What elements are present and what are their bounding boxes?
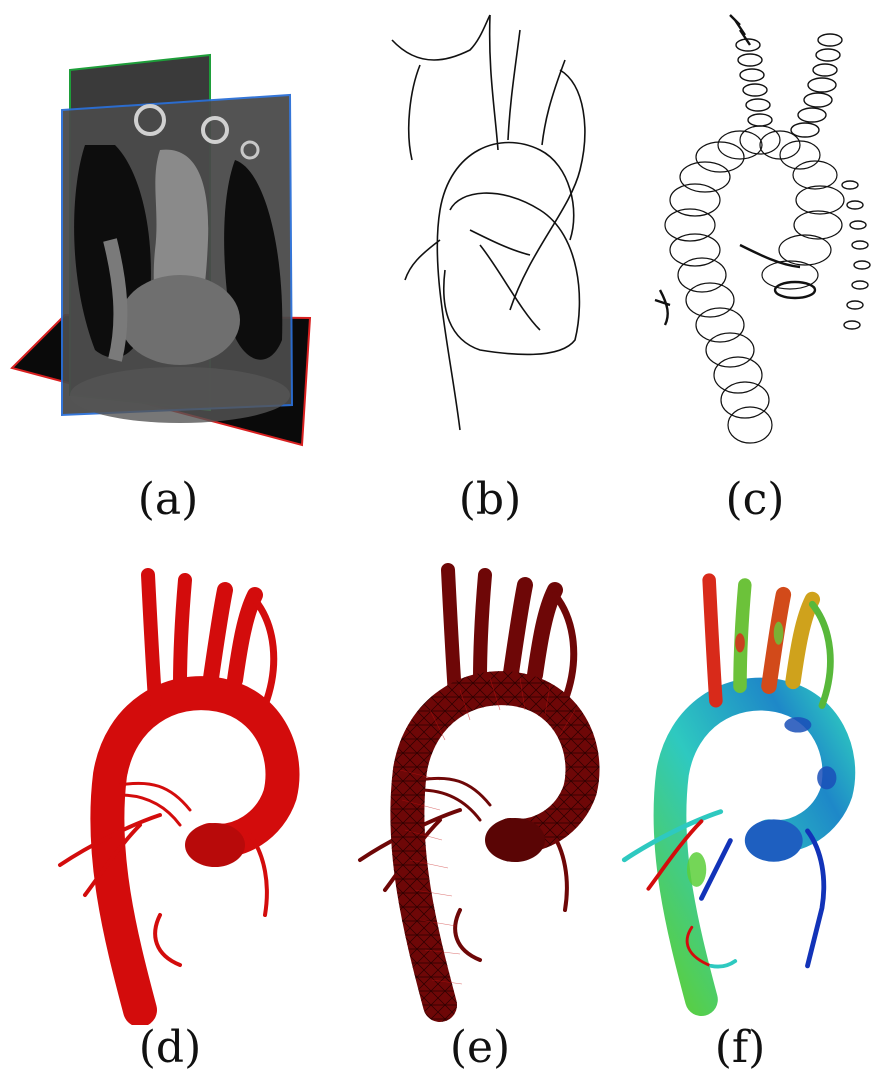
caption-f: (f) [640,1022,840,1073]
centerline-branch-4 [542,60,565,145]
coronary-colored-cyan [711,961,735,967]
panel-c-cross-sections [640,5,875,450]
branch-vessel-1 [148,575,155,700]
centerline-branch-9 [409,65,420,160]
centerline-main-arch [437,143,573,431]
cross-sections-illustration [640,5,875,450]
ct-slices-illustration [10,50,320,455]
caption-b: (b) [390,474,590,525]
slice-disk [70,367,290,423]
coronary-colored-right [808,831,824,966]
coronary-lower [155,915,180,965]
centerline-branch-2 [490,15,498,150]
centerline-heart-loop [444,193,580,354]
panel-b-centerlines [380,10,610,450]
branch-vessel-2 [180,580,185,685]
aortic-root-mesh [485,818,545,862]
centerline-branch-3 [508,30,520,140]
panel-f-aorta-colormap [605,550,875,1025]
centerline-branch-6 [405,240,440,280]
panel-d-aorta-surface [40,555,320,1025]
aortic-root-colored [745,819,803,861]
centerlines-illustration [380,10,610,450]
branch-vessel-4 [235,595,255,680]
centerline-branch-1 [392,15,490,60]
centerline-branch-7 [470,230,530,255]
panel-e-aorta-mesh [340,545,620,1025]
branch-colored-4 [793,599,812,681]
centerline-branch-8 [480,245,540,330]
heart-ct [120,275,240,365]
aorta-colormap-illustration [605,550,875,1025]
caption-d: (d) [70,1022,270,1073]
aorta-mesh-illustration [340,545,620,1025]
centerline-branch-5 [510,70,585,310]
aortic-root [185,823,245,867]
branch-vessel-3 [210,590,225,685]
arch-circles [718,126,844,289]
branch-circles [736,34,870,329]
branch-colored-5 [812,604,830,705]
branch-vessel-5 [255,600,274,705]
caption-e: (e) [380,1022,580,1073]
caption-a: (a) [68,474,268,525]
branch-colored-1 [709,580,716,701]
panel-a-ct-slices [10,50,320,455]
caption-c: (c) [655,474,855,525]
descending-circles [665,142,772,443]
aorta-surface-illustration [40,555,320,1025]
